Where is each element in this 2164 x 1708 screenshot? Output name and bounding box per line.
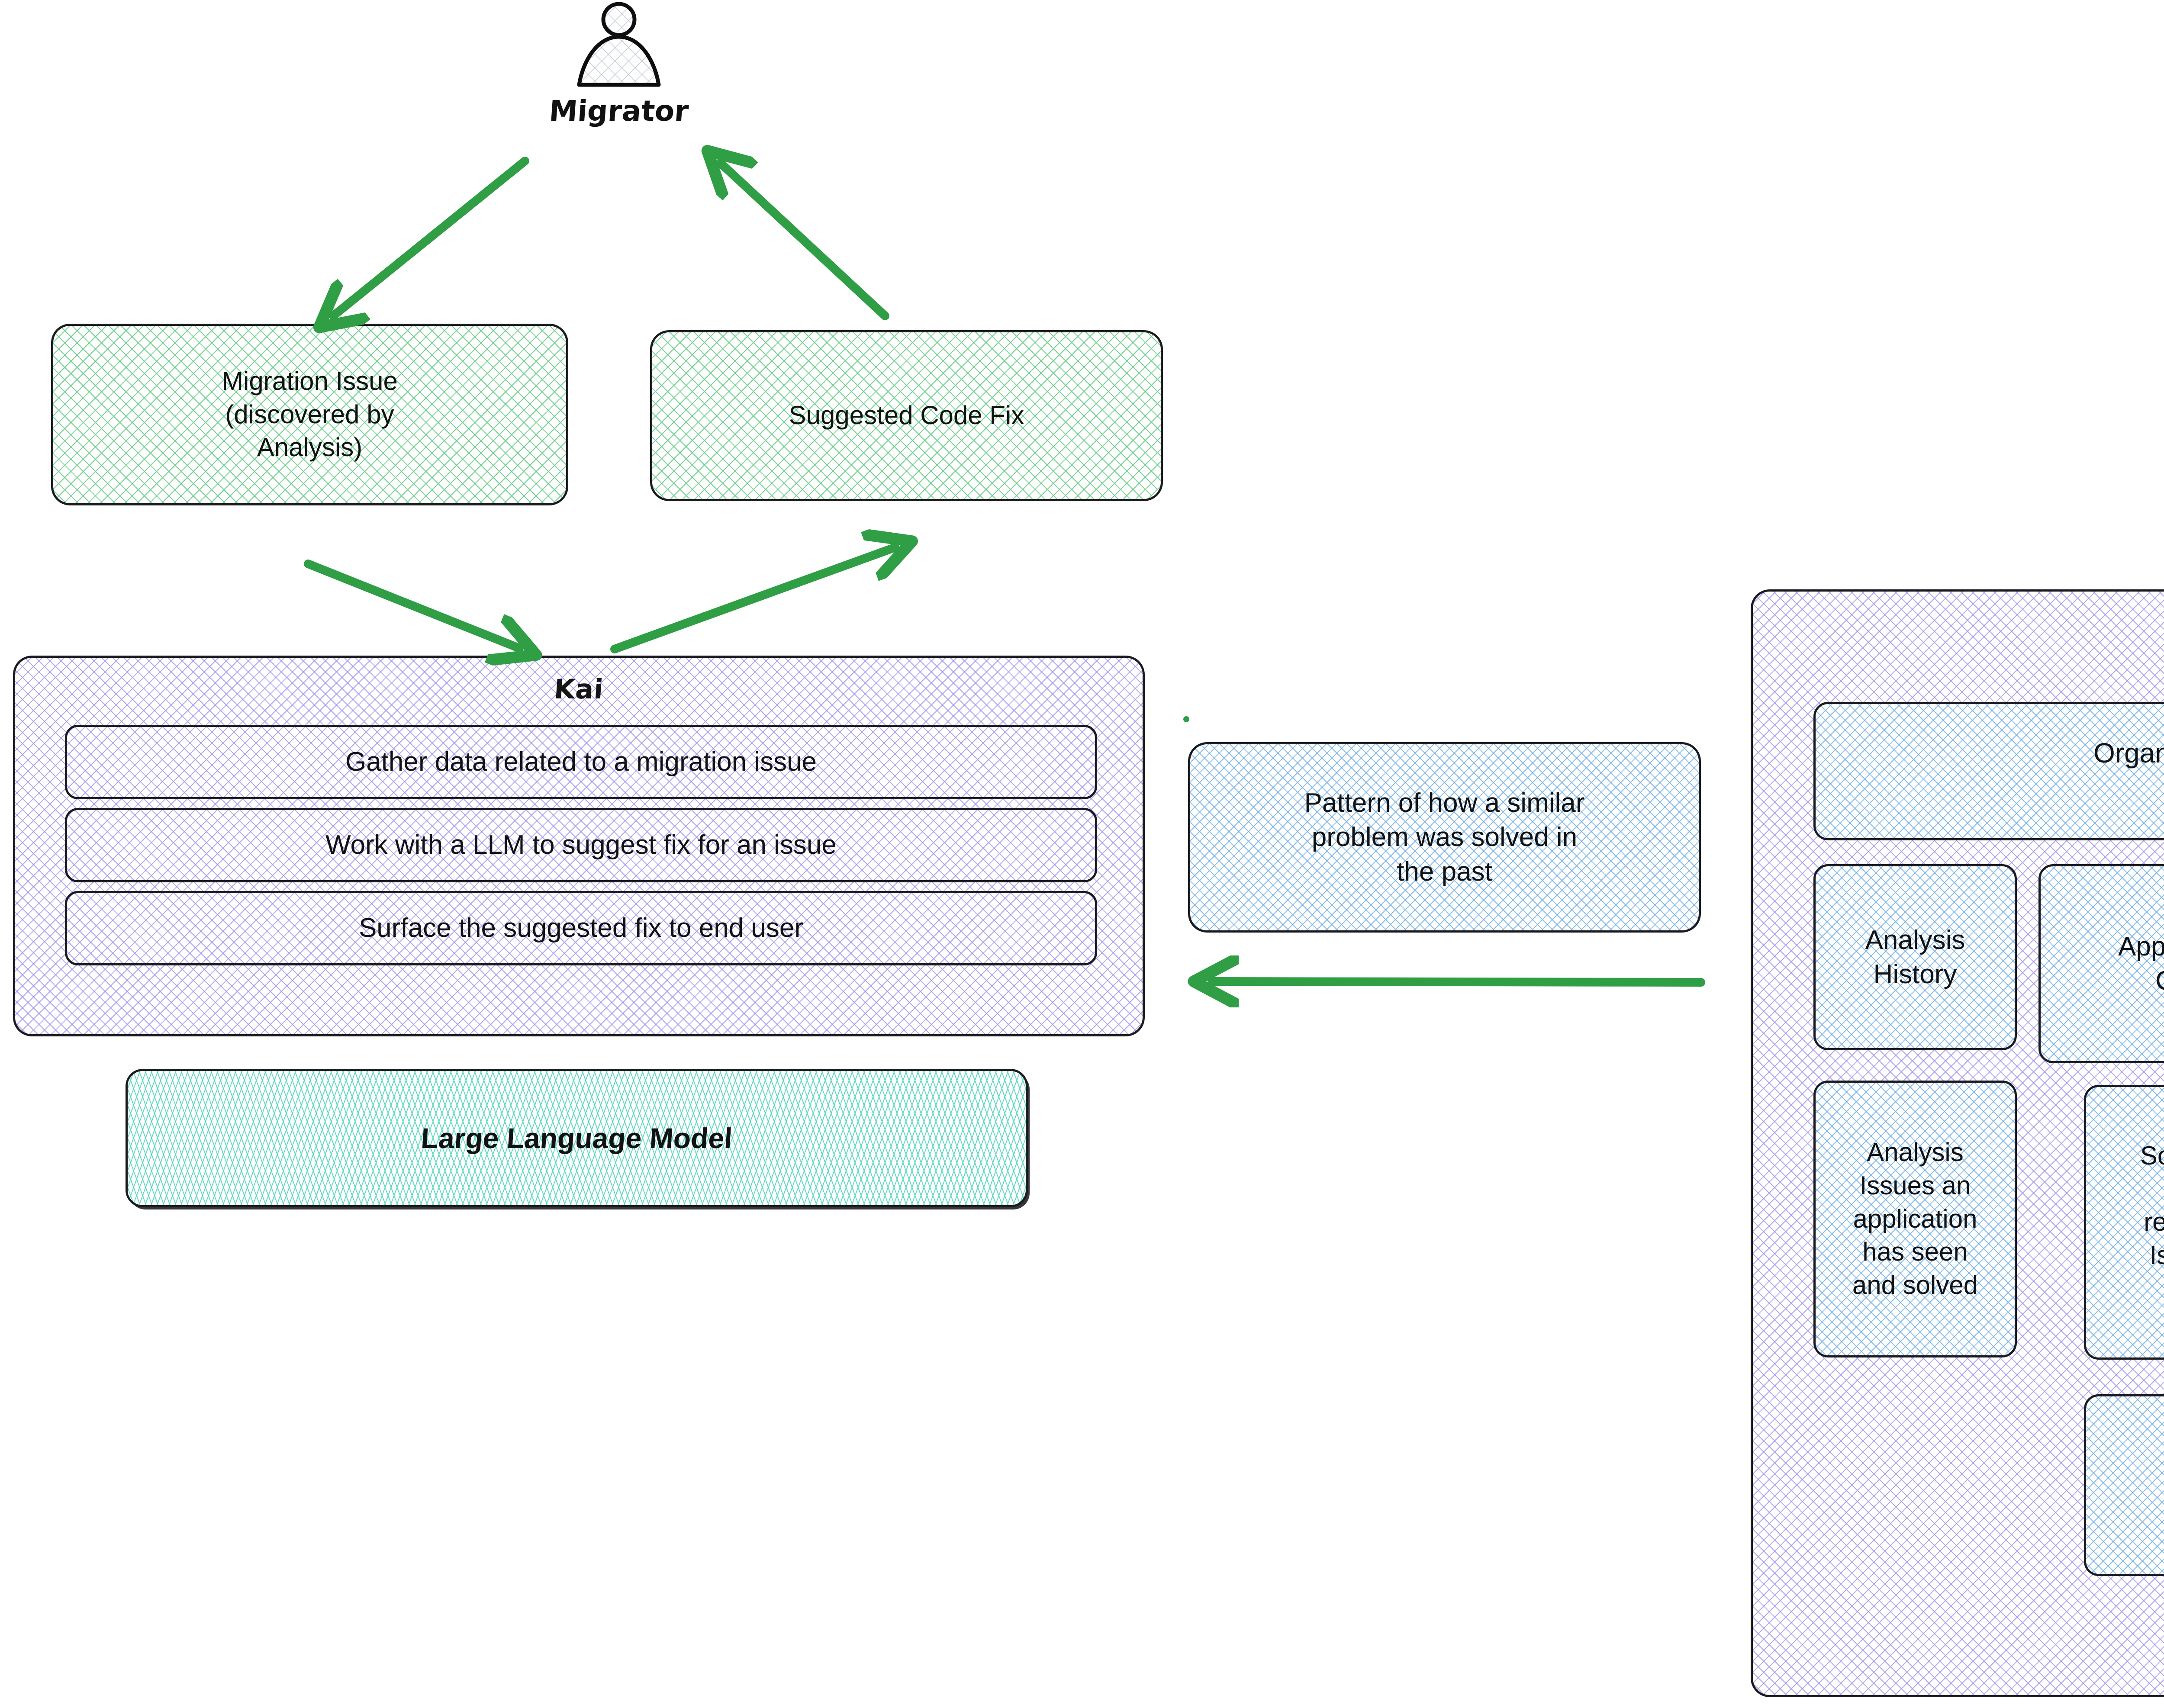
actor-label: Migrator	[548, 94, 690, 128]
group-kai-title: Kai	[553, 673, 605, 705]
konveyor-application-source-code-repos-label: Application Source Code Repos	[2118, 931, 2164, 996]
arrow-konveyor-to-kai	[1212, 981, 1705, 982]
konveyor-analysis-issues-solved-label: Analysis Issues an application has seen …	[1852, 1138, 1978, 1300]
arrow-suggested-fix-to-migrator	[721, 163, 889, 320]
konveyor-source-code-changes[interactable]: Source Code Changes related to an Issue …	[2084, 1085, 2164, 1360]
node-migration-issue[interactable]: Migration Issue (discovered by Analysis)	[51, 324, 568, 505]
node-pattern-of-similar-problem[interactable]: Pattern of how a similar problem was sol…	[1188, 742, 1701, 933]
edge-anchor-dot-upper	[1183, 716, 1189, 722]
arrow-migrator-to-migration-issue	[333, 157, 529, 316]
node-large-language-model[interactable]: Large Language Model	[126, 1069, 1028, 1207]
konveyor-headline[interactable]: Organization Wide View Of Applications a…	[1813, 702, 2164, 840]
konveyor-git-svn-commit-history[interactable]: Git/SVN Commit History	[2084, 1394, 2164, 1576]
kai-capability-3-label: Surface the suggested fix to end user	[358, 913, 804, 943]
node-suggested-code-fix[interactable]: Suggested Code Fix	[650, 330, 1163, 501]
group-konveyor-title: Konveyor	[1752, 608, 2164, 640]
konveyor-source-code-changes-label: Source Code Changes related to an Issue …	[2140, 1141, 2164, 1270]
node-pattern-label: Pattern of how a similar problem was sol…	[1304, 788, 1585, 887]
node-large-language-model-label: Large Language Model	[420, 1122, 734, 1154]
kai-capability-3[interactable]: Surface the suggested fix to end user	[65, 891, 1097, 965]
kai-capability-2[interactable]: Work with a LLM to suggest fix for an is…	[65, 808, 1097, 882]
kai-capability-1-label: Gather data related to a migration issue	[345, 747, 817, 777]
kai-capability-2-label: Work with a LLM to suggest fix for an is…	[325, 830, 837, 860]
actor-migrator: Migrator	[541, 0, 697, 143]
konveyor-analysis-issues-solved[interactable]: Analysis Issues an application has seen …	[1813, 1081, 2017, 1357]
group-kai[interactable]: Kai Gather data related to a migration i…	[13, 656, 1145, 1036]
group-konveyor[interactable]: Konveyor Organization Wide View Of Appli…	[1751, 589, 2164, 1697]
konveyor-analysis-history-label: Analysis History	[1865, 925, 1965, 989]
konveyor-analysis-history[interactable]: Analysis History	[1813, 864, 2017, 1050]
arrow-migration-issue-to-kai	[304, 560, 519, 648]
node-suggested-code-fix-label: Suggested Code Fix	[789, 401, 1024, 430]
kai-capability-1[interactable]: Gather data related to a migration issue	[65, 725, 1097, 799]
konveyor-headline-label: Organization Wide View Of Applications a…	[2093, 737, 2164, 769]
konveyor-git-svn-commit-history-label: Git/SVN Commit History	[2161, 1435, 2164, 1535]
node-migration-issue-label: Migration Issue (discovered by Analysis)	[222, 366, 398, 462]
person-actor-icon	[577, 2, 661, 87]
arrow-kai-to-suggested-fix	[610, 547, 895, 653]
konveyor-application-source-code-repos[interactable]: Application Source Code Repos	[2038, 864, 2164, 1063]
